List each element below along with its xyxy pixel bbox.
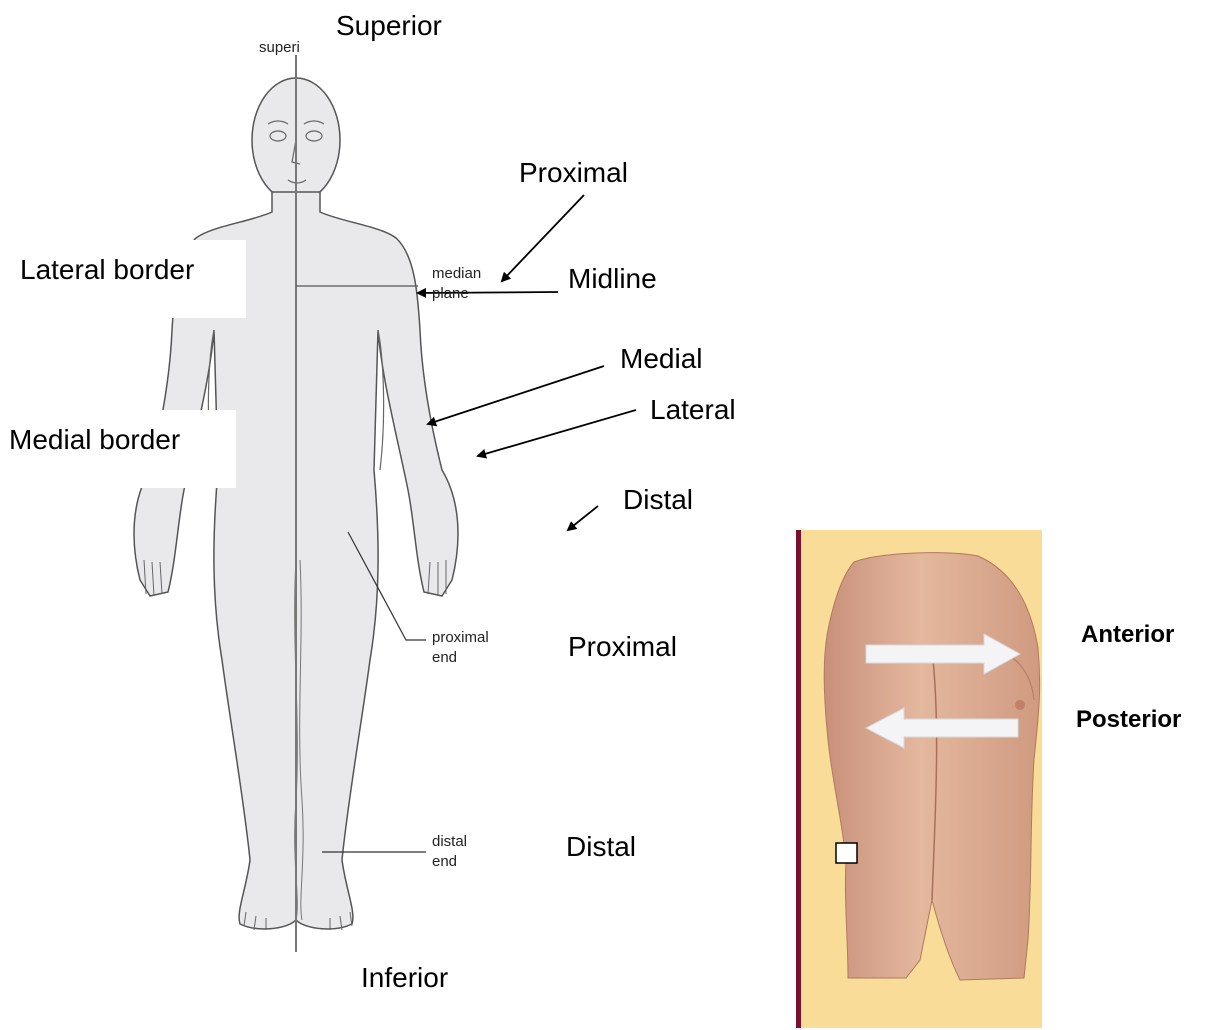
proximal-end-label-2: end [432, 650, 457, 666]
medial-label: Medial [620, 345, 702, 373]
midline-label: Midline [568, 265, 657, 293]
distal-end-label-2: end [432, 854, 457, 870]
medial-border-label: Medial border [9, 426, 180, 454]
lateral-view-panel [796, 530, 1042, 1028]
proximal-end-label-1: proximal [432, 630, 489, 646]
superior-small-label: superi [259, 40, 300, 56]
inferior-label: Inferior [361, 964, 448, 992]
median-plane-label-2: plane [432, 286, 469, 302]
distal-top-label: Distal [623, 486, 693, 514]
proximal-top-label: Proximal [519, 159, 628, 187]
median-plane-label-1: median [432, 266, 481, 282]
lateral-label: Lateral [650, 396, 736, 424]
anterior-label: Anterior [1081, 623, 1174, 647]
proximal-lower-label: Proximal [568, 633, 677, 661]
posterior-label: Posterior [1076, 708, 1181, 732]
distal-end-label-1: distal [432, 834, 467, 850]
lateral-border-label: Lateral border [20, 256, 194, 284]
superior-label: Superior [336, 12, 442, 40]
distal-lower-label: Distal [566, 833, 636, 861]
